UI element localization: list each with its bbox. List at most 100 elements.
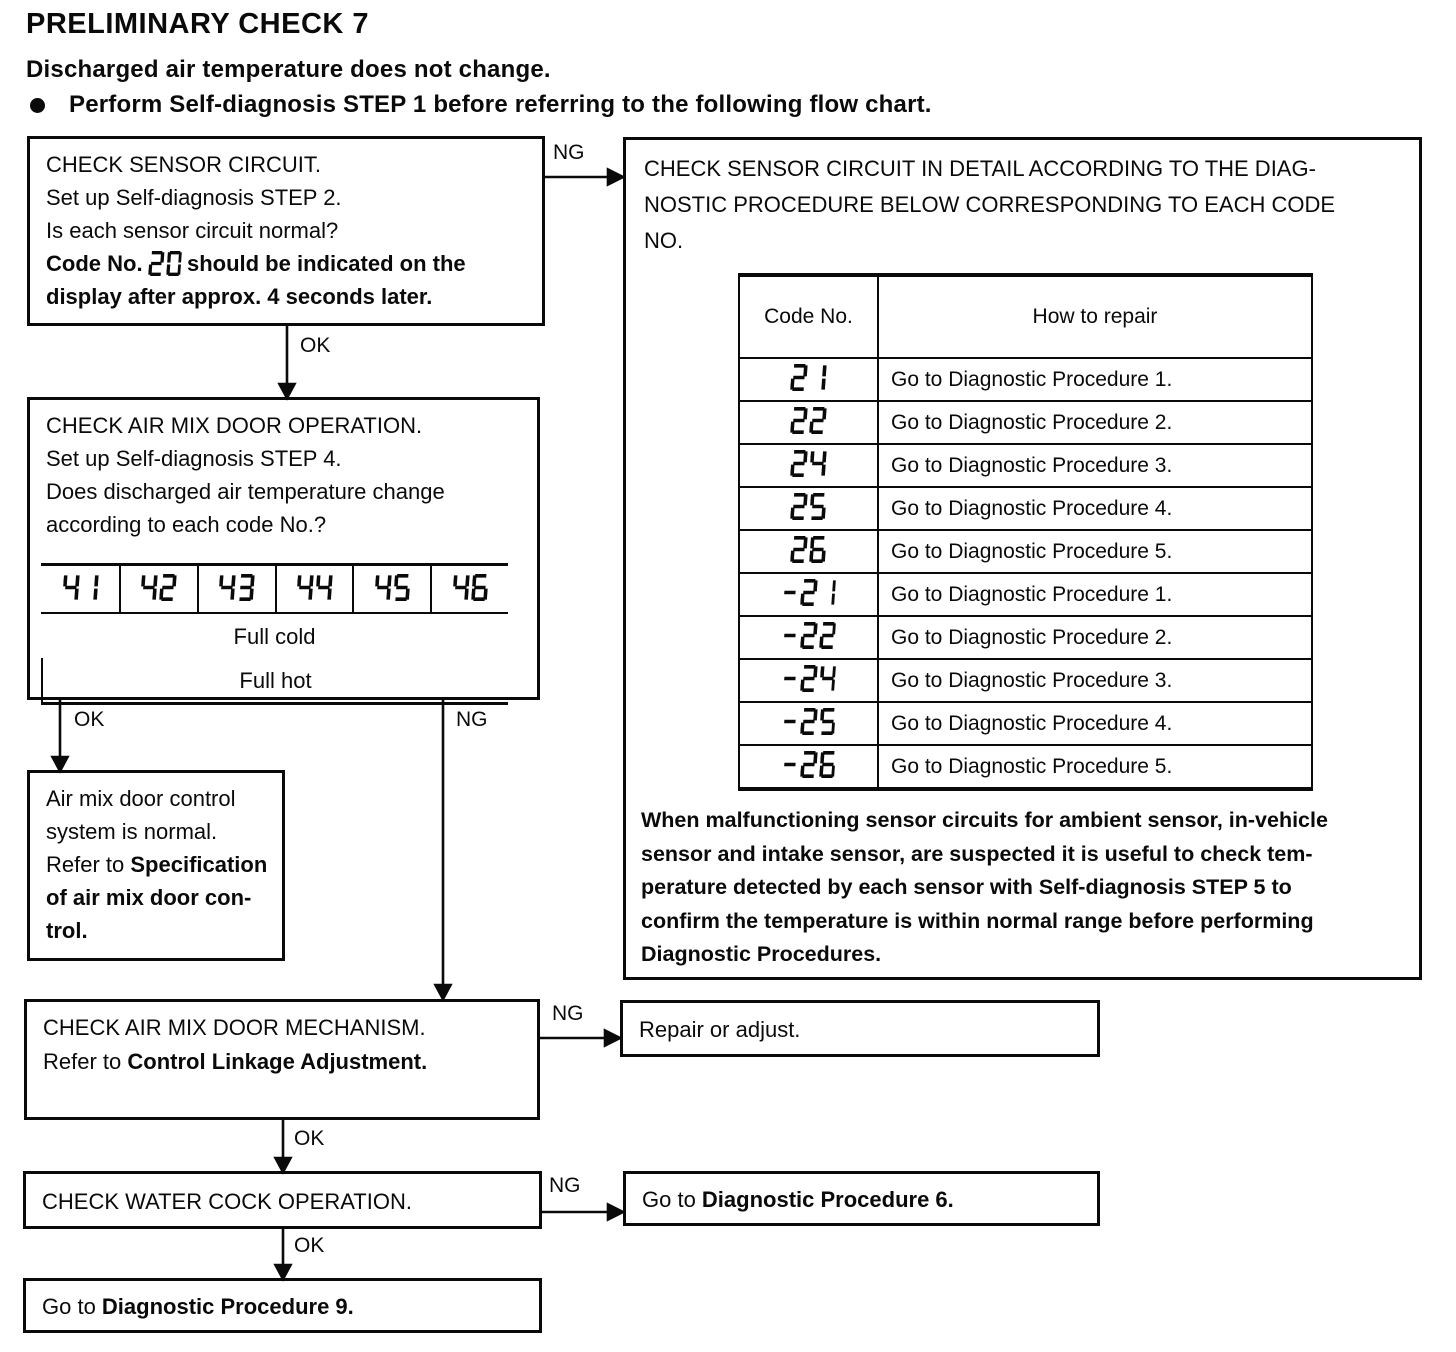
table-row: Go to Diagnostic Procedure 4.	[738, 486, 1313, 531]
seg-code	[374, 573, 410, 601]
airmix-code-cell	[41, 566, 119, 612]
how-to-repair-cell: Go to Diagnostic Procedure 2.	[877, 400, 1313, 445]
text-line: Code No. should be indicated on the	[46, 250, 466, 276]
text-line: according to each code No.?	[46, 512, 327, 537]
text-line: CHECK AIR MIX DOOR OPERATION.	[46, 413, 423, 438]
ng-label-airmix: NG	[456, 708, 488, 731]
text-line: Does discharged air temperature change	[46, 479, 445, 504]
airmix-code-cell	[430, 566, 508, 612]
text-line: NOSTIC PROCEDURE BELOW CORRESPONDING TO …	[644, 192, 1336, 217]
airmix-operation-text: CHECK AIR MIX DOOR OPERATION. Set up Self…	[46, 409, 521, 541]
detail-header-text: CHECK SENSOR CIRCUIT IN DETAIL ACCORDING…	[644, 151, 1401, 259]
flow-node-goto-procedure-6: Go to Diagnostic Procedure 6.	[623, 1171, 1100, 1226]
seg-code	[147, 250, 182, 276]
ok-label-airmix: OK	[74, 708, 105, 731]
flow-node-check-watercock: CHECK WATER COCK OPERATION.	[23, 1171, 542, 1229]
seg-code	[790, 536, 826, 564]
table-row: Go to Diagnostic Procedure 3.	[738, 443, 1313, 488]
airmix-group-cell: Full hot	[41, 658, 508, 702]
airmix-code-cell	[274, 566, 353, 612]
ok-label-sensor: OK	[300, 334, 331, 357]
text-line: CHECK AIR MIX DOOR MECHANISM.	[43, 1015, 426, 1040]
seg-code	[790, 450, 827, 478]
text-line: CHECK WATER COCK OPERATION.	[42, 1189, 412, 1214]
flow-node-goto-procedure-9: Go to Diagnostic Procedure 9.	[23, 1278, 542, 1333]
repair-table-header-row: Code No. How to repair	[738, 274, 1313, 359]
ok-label-mechanism: OK	[294, 1127, 325, 1150]
table-row: Go to Diagnostic Procedure 5.	[738, 529, 1313, 574]
flow-node-repair-or-adjust: Repair or adjust.	[620, 1000, 1100, 1057]
code-no-cell	[738, 400, 879, 445]
seg-code	[140, 573, 177, 601]
seg-code	[781, 622, 837, 650]
ng-label-sensor: NG	[553, 141, 585, 164]
sensor-note-text: When malfunctioning sensor circuits for …	[641, 804, 1426, 972]
table-row: Go to Diagnostic Procedure 1.	[738, 357, 1313, 402]
seg-code	[790, 493, 826, 521]
text-line: CHECK SENSOR CIRCUIT.	[46, 152, 322, 177]
text-line: Refer to Specification	[46, 852, 268, 877]
text-line: display after approx. 4 seconds later.	[46, 284, 433, 309]
seg-code	[62, 574, 99, 601]
text-line: When malfunctioning sensor circuits for …	[641, 808, 1328, 832]
seg-code	[781, 751, 836, 779]
how-to-repair-cell: Go to Diagnostic Procedure 4.	[877, 701, 1313, 746]
flow-node-check-airmix-operation: CHECK AIR MIX DOOR OPERATION. Set up Self…	[27, 397, 540, 705]
text-line: perature detected by each sensor with Se…	[641, 875, 1292, 899]
seg-code	[781, 665, 837, 693]
code-no-cell	[738, 443, 879, 488]
flow-node-check-sensor-detail: CHECK SENSOR CIRCUIT IN DETAIL ACCORDING…	[623, 137, 1422, 980]
code-no-cell	[738, 615, 879, 660]
code-no-cell	[738, 357, 879, 402]
code-no-cell	[738, 701, 879, 746]
table-row: Go to Diagnostic Procedure 1.	[738, 572, 1313, 617]
instruction-text: Perform Self-diagnosis STEP 1 before ref…	[69, 91, 932, 118]
how-to-repair-cell: Go to Diagnostic Procedure 2.	[877, 615, 1313, 660]
text-line: NO.	[644, 228, 684, 253]
how-to-repair-cell: Go to Diagnostic Procedure 3.	[877, 658, 1313, 703]
code-no-cell	[738, 486, 879, 531]
table-row: Go to Diagnostic Procedure 4.	[738, 701, 1313, 746]
code-no-cell	[738, 744, 879, 790]
text-line: Set up Self-diagnosis STEP 4.	[46, 446, 342, 471]
flow-node-check-mechanism: CHECK AIR MIX DOOR MECHANISM. Refer to Co…	[24, 999, 540, 1120]
page-title: PRELIMINARY CHECK 7	[26, 8, 370, 40]
text-line: confirm the temperature is within normal…	[641, 908, 1314, 933]
how-to-repair-cell: Go to Diagnostic Procedure 1.	[877, 357, 1313, 402]
airmix-code-cell	[352, 566, 430, 612]
text-line: Go to Diagnostic Procedure 6.	[642, 1187, 954, 1212]
text-line: of air mix door con-	[46, 885, 252, 910]
instruction-row: Perform Self-diagnosis STEP 1 before ref…	[30, 91, 932, 119]
seg-code	[218, 573, 255, 601]
ok-label-watercock: OK	[294, 1234, 325, 1257]
seg-code	[790, 364, 827, 392]
airmix-code-cell	[118, 566, 197, 612]
text-line: Is each sensor circuit normal?	[46, 218, 339, 243]
text-line: system is normal.	[46, 819, 218, 844]
page-subtitle: Discharged air temperature does not chan…	[26, 56, 551, 83]
seg-code	[781, 708, 836, 736]
table-row: Go to Diagnostic Procedure 3.	[738, 658, 1313, 703]
flow-node-check-sensor-circuit: CHECK SENSOR CIRCUIT. Set up Self-diagnos…	[27, 136, 545, 326]
table-row: Go to Diagnostic Procedure 2.	[738, 400, 1313, 445]
how-to-repair-cell: Go to Diagnostic Procedure 5.	[877, 744, 1313, 790]
text-line: Repair or adjust.	[639, 1017, 801, 1042]
how-to-repair-cell: Go to Diagnostic Procedure 1.	[877, 572, 1313, 617]
code-no-cell	[738, 572, 879, 617]
airmix-group-cell: Full cold	[233, 623, 316, 649]
repair-table: Code No. How to repair Go to Diagnostic …	[738, 273, 1313, 791]
table-row: Go to Diagnostic Procedure 2.	[738, 615, 1313, 660]
seg-code	[296, 574, 333, 601]
text-line: trol.	[46, 918, 88, 943]
text-line: Refer to Control Linkage Adjustment.	[43, 1049, 428, 1074]
how-to-repair-cell: Go to Diagnostic Procedure 5.	[877, 529, 1313, 574]
code-no-cell	[738, 529, 879, 574]
bullet-icon	[30, 97, 45, 113]
code-no-cell	[738, 658, 879, 703]
col-header-how-to-repair: How to repair	[877, 274, 1313, 359]
text-line: Diagnostic Procedures.	[641, 942, 882, 966]
text-line: Set up Self-diagnosis STEP 2.	[46, 185, 342, 210]
text-line: CHECK SENSOR CIRCUIT IN DETAIL ACCORDING…	[644, 156, 1316, 181]
seg-code	[790, 407, 827, 435]
